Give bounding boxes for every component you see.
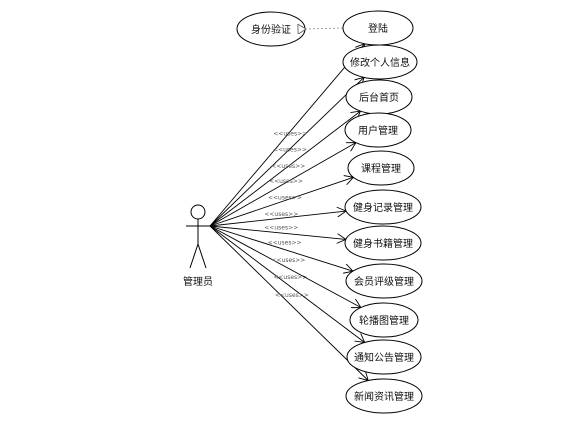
usecase-auth: 身份验证 bbox=[236, 11, 306, 47]
usecase-notice-mgmt-ellipse bbox=[346, 339, 422, 375]
usecase-fitness-book-mgmt-ellipse bbox=[344, 225, 422, 261]
actor-right-leg bbox=[197, 243, 207, 269]
usecase-login: 登陆 bbox=[342, 10, 414, 46]
usecase-notice-mgmt: 通知公告管理 bbox=[346, 339, 422, 375]
stereotype-member-rating-mgmt: <<uses>> bbox=[268, 240, 302, 247]
stereotype-fitness-record-mgmt: <<uses>> bbox=[264, 211, 298, 218]
include-login-auth bbox=[306, 28, 344, 29]
usecase-member-rating-mgmt: 会员评级管理 bbox=[345, 263, 423, 299]
stereotype-fitness-book-mgmt: <<uses>> bbox=[264, 224, 298, 231]
usecase-member-rating-mgmt-label: 会员评级管理 bbox=[354, 275, 414, 288]
stereotype-news-mgmt: <<uses>> bbox=[275, 292, 309, 299]
association-member-rating-mgmt bbox=[209, 225, 353, 271]
actor-left-leg bbox=[189, 243, 199, 269]
usecase-list: 登陆修改个人信息后台首页用户管理课程管理健身记录管理健身书籍管理会员评级管理轮播… bbox=[342, 10, 423, 414]
usecase-fitness-record-mgmt: 健身记录管理 bbox=[344, 189, 422, 225]
usecase-edit-profile-label: 修改个人信息 bbox=[350, 56, 410, 69]
usecase-notice-mgmt-label: 通知公告管理 bbox=[354, 351, 414, 364]
association-course-mgmt bbox=[209, 177, 353, 227]
usecase-backend-home-label: 后台首页 bbox=[359, 91, 399, 104]
usecase-news-mgmt: 新闻资讯管理 bbox=[345, 378, 423, 414]
usecase-news-mgmt-ellipse bbox=[345, 378, 423, 414]
usecase-news-mgmt-label: 新闻资讯管理 bbox=[354, 390, 414, 403]
usecase-login-label: 登陆 bbox=[368, 22, 388, 35]
association-news-mgmt bbox=[209, 225, 368, 381]
usecase-carousel-mgmt-label: 轮播图管理 bbox=[359, 314, 409, 327]
usecase-edit-profile: 修改个人信息 bbox=[342, 44, 418, 80]
usecase-course-mgmt-ellipse bbox=[347, 150, 415, 186]
association-edit-profile bbox=[209, 77, 364, 227]
association-user-mgmt bbox=[209, 143, 356, 227]
association-login bbox=[209, 44, 365, 227]
stereotype-backend-home: <<uses>> bbox=[271, 163, 305, 170]
stereotype-labels: <<uses>> <<uses>> <<uses>> <<uses>> <<uses>>… bbox=[264, 131, 309, 300]
association-fitness-book-mgmt bbox=[209, 225, 346, 239]
stereotype-carousel-mgmt: <<uses>> bbox=[271, 257, 305, 264]
usecase-auth-label: 身份验证 bbox=[251, 23, 291, 36]
usecase-fitness-book-mgmt: 健身书籍管理 bbox=[344, 225, 422, 261]
association-backend-home bbox=[209, 111, 361, 227]
association-fitness-record-mgmt bbox=[209, 211, 346, 227]
stereotype-login: <<uses>> bbox=[273, 131, 307, 138]
usecase-edit-profile-ellipse bbox=[342, 44, 418, 80]
stereotype-edit-profile: <<uses>> bbox=[273, 147, 307, 154]
stereotype-notice-mgmt: <<uses>> bbox=[273, 274, 307, 281]
usecase-course-mgmt: 课程管理 bbox=[347, 150, 415, 186]
usecase-carousel-mgmt-ellipse bbox=[349, 302, 419, 338]
usecase-user-mgmt-ellipse bbox=[344, 112, 412, 148]
association-carousel-mgmt bbox=[209, 225, 361, 308]
usecase-member-rating-mgmt-ellipse bbox=[345, 263, 423, 299]
usecase-carousel-mgmt: 轮播图管理 bbox=[349, 302, 419, 338]
usecase-fitness-book-mgmt-label: 健身书籍管理 bbox=[353, 237, 413, 250]
usecase-fitness-record-mgmt-ellipse bbox=[344, 189, 422, 225]
usecase-backend-home: 后台首页 bbox=[345, 79, 413, 115]
stereotype-user-mgmt: <<uses>> bbox=[269, 178, 303, 185]
usecase-user-mgmt-label: 用户管理 bbox=[358, 124, 398, 137]
stereotype-course-mgmt: <<uses>> bbox=[268, 195, 302, 202]
actor-label: 管理员 bbox=[183, 275, 213, 288]
usecase-user-mgmt: 用户管理 bbox=[344, 112, 412, 148]
association-notice-mgmt bbox=[209, 225, 365, 343]
actor-head bbox=[190, 204, 206, 220]
usecase-fitness-record-mgmt-label: 健身记录管理 bbox=[353, 201, 413, 214]
actor-administrator: 管理员 bbox=[183, 204, 213, 288]
association-lines bbox=[209, 44, 368, 381]
usecase-course-mgmt-label: 课程管理 bbox=[361, 162, 401, 175]
